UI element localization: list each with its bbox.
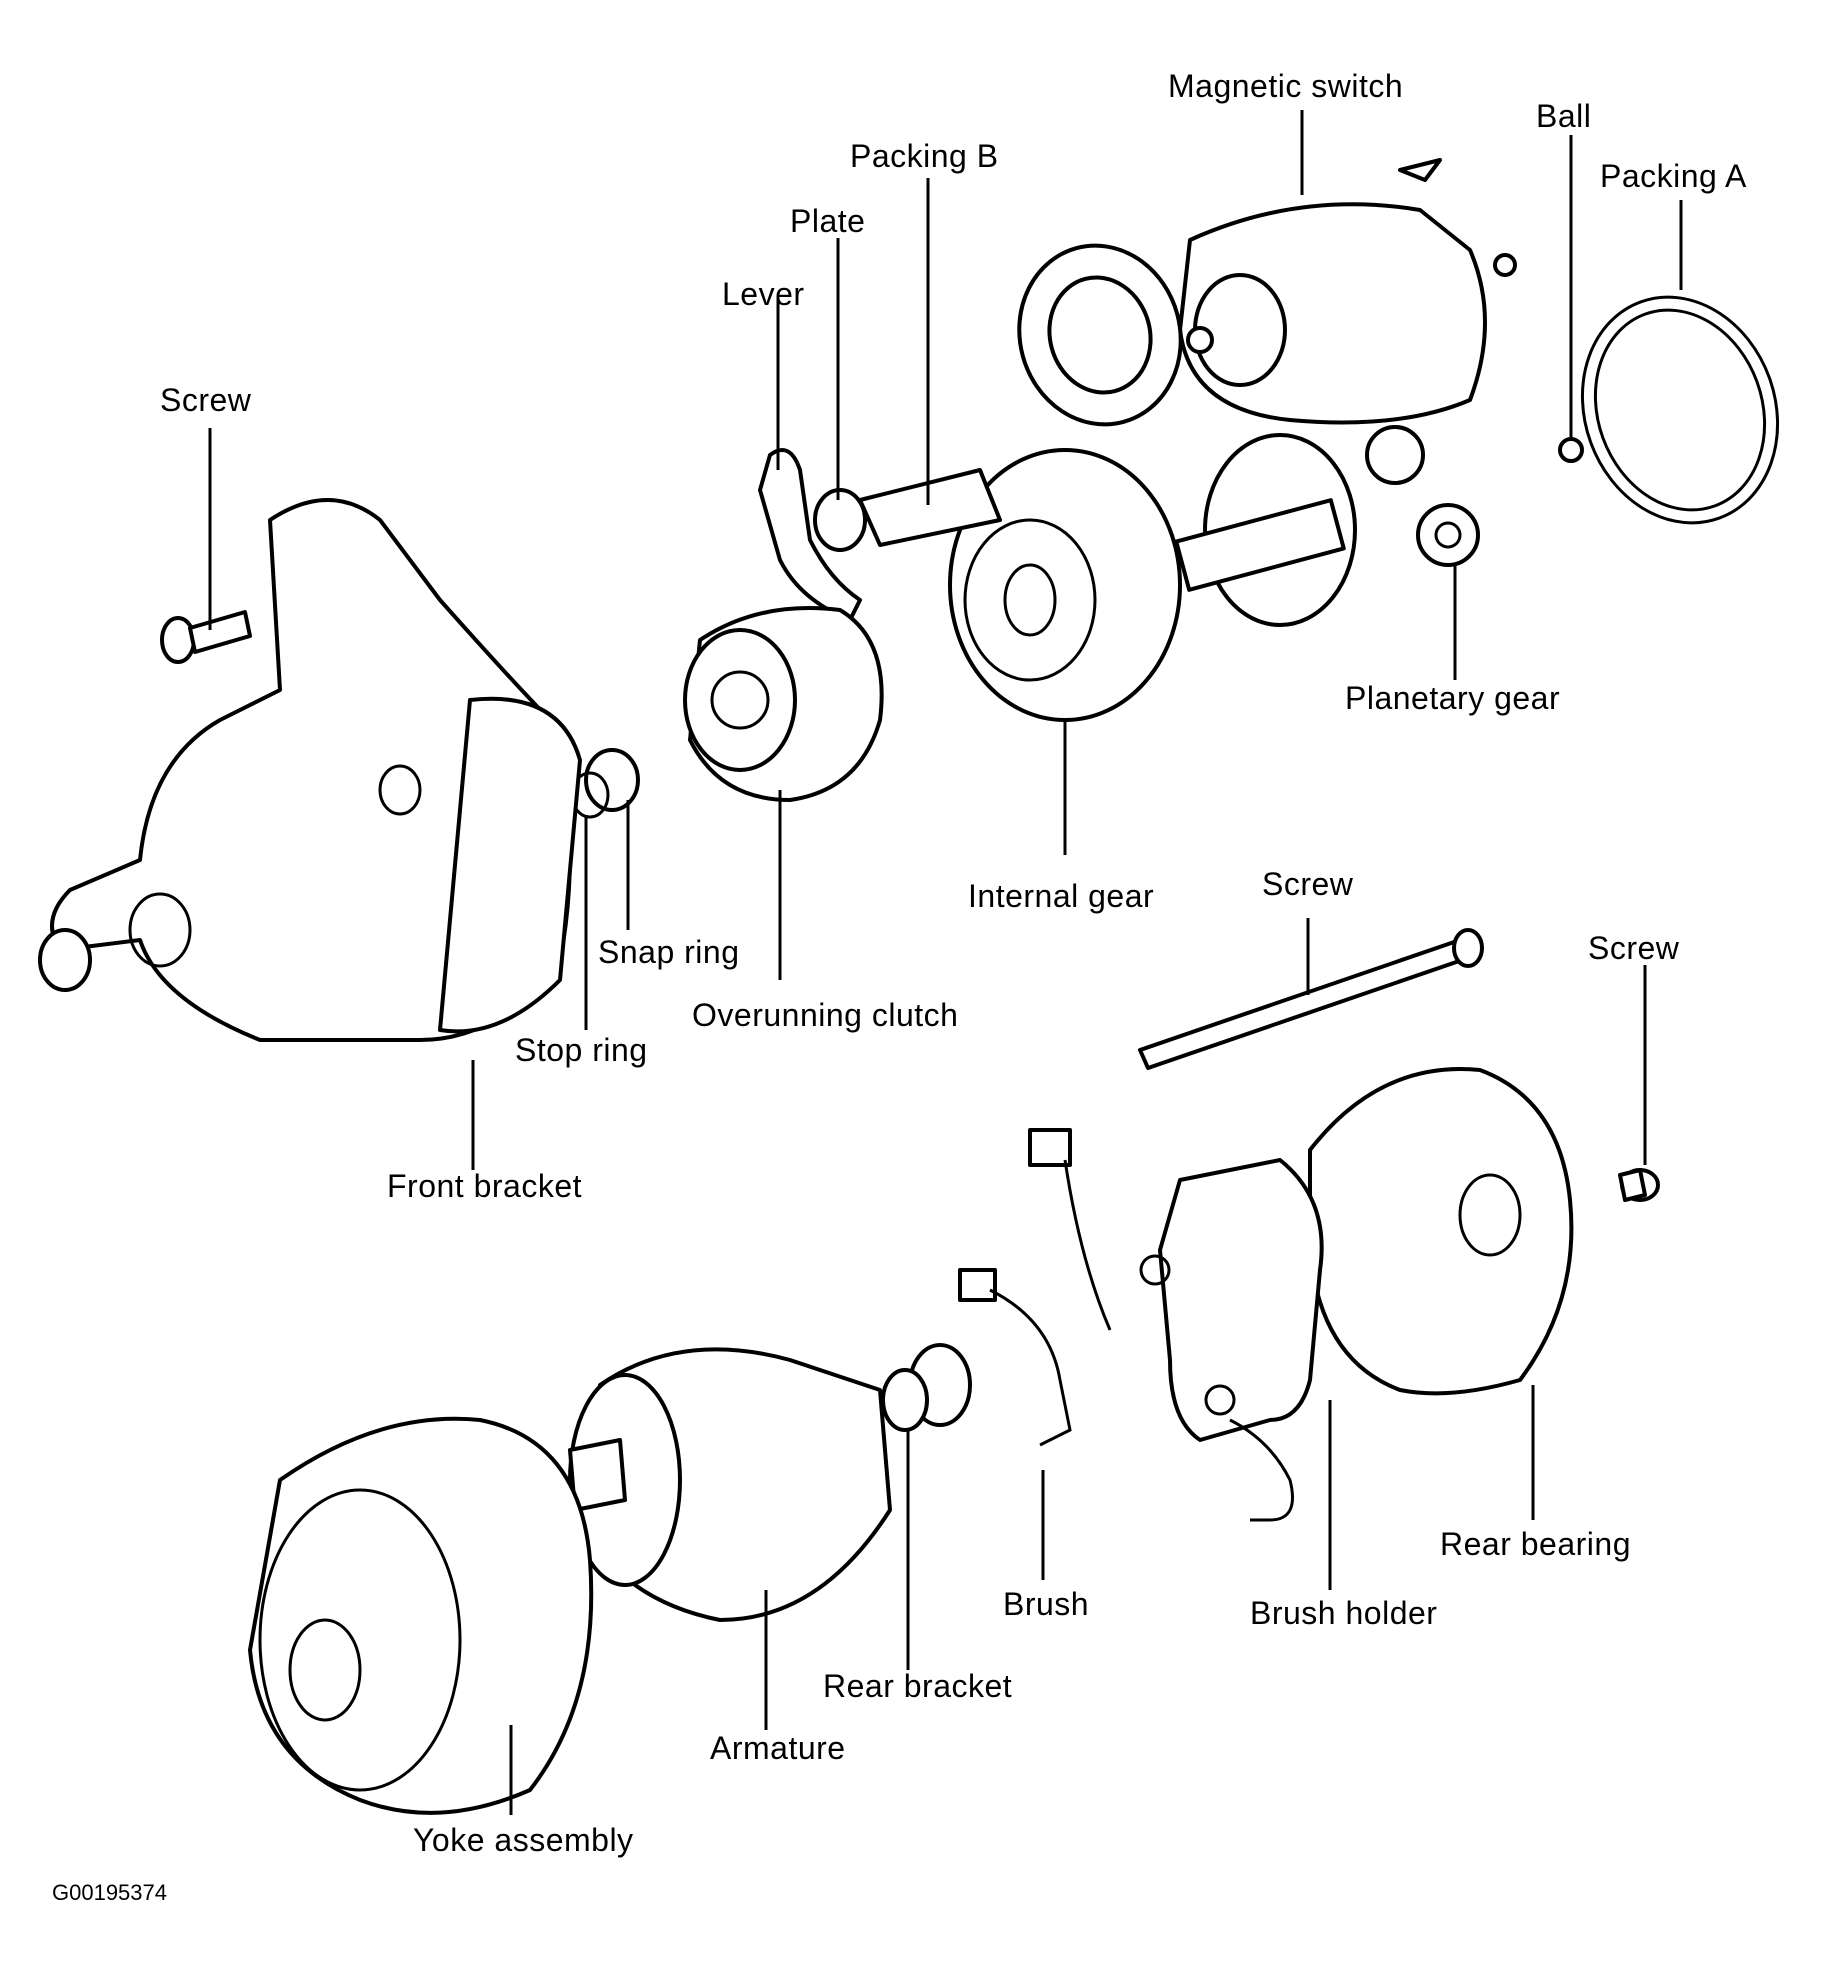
label-front-bracket: Front bracket	[387, 1168, 583, 1204]
rear-bracket-part	[881, 1343, 972, 1432]
label-stop-ring: Stop ring	[515, 1032, 648, 1068]
leader-lines	[208, 110, 1683, 1815]
internal-gear-part	[948, 448, 1182, 722]
ball-part	[1558, 437, 1584, 463]
label-lever: Lever	[722, 276, 805, 312]
packing-a-part	[1580, 295, 1780, 525]
screw-top-part	[160, 610, 252, 664]
label-packing-a: Packing A	[1600, 158, 1747, 194]
figure-id: G00195374	[52, 1880, 167, 1905]
label-brush: Brush	[1003, 1586, 1090, 1622]
label-snap-ring: Snap ring	[598, 934, 740, 970]
label-screw-right: Screw	[1588, 930, 1680, 966]
screw-long-part	[1138, 928, 1484, 1070]
lever-part	[758, 448, 1002, 622]
armature-part	[568, 1347, 892, 1622]
label-yoke-assembly: Yoke assembly	[413, 1822, 634, 1858]
brush-part	[958, 1128, 1112, 1447]
label-internal-gear: Internal gear	[968, 878, 1155, 914]
label-plate: Plate	[790, 203, 866, 239]
rear-bearing-part	[1308, 1067, 1574, 1396]
label-packing-b: Packing B	[850, 138, 999, 174]
planetary-gear-part	[1365, 425, 1480, 567]
yoke-assembly-part	[248, 1416, 594, 1815]
label-overrunning-clutch: Overunning clutch	[692, 997, 959, 1033]
magnetic-switch-part	[1178, 158, 1517, 425]
brush-holder-part	[1139, 1158, 1324, 1522]
screw-right-part	[1618, 1168, 1660, 1202]
label-armature: Armature	[710, 1730, 846, 1766]
label-screw-long: Screw	[1262, 866, 1354, 902]
front-bracket-part	[38, 498, 582, 1042]
label-magnetic-switch: Magnetic switch	[1168, 68, 1404, 104]
label-rear-bracket: Rear bracket	[823, 1668, 1013, 1704]
label-brush-holder: Brush holder	[1250, 1595, 1438, 1631]
gear-shaft-part	[1174, 433, 1357, 627]
label-rear-bearing: Rear bearing	[1440, 1526, 1631, 1562]
label-screw-top: Screw	[160, 382, 252, 418]
label-planetary-gear: Planetary gear	[1345, 680, 1561, 716]
overrunning-clutch-part	[683, 606, 884, 802]
label-ball: Ball	[1536, 98, 1592, 134]
packing-b-part	[1017, 243, 1183, 427]
